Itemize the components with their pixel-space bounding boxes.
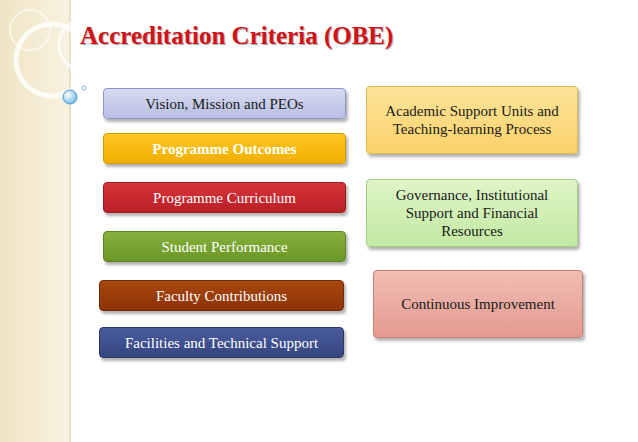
deco-ball xyxy=(63,90,77,104)
criterion-box: Academic Support Units and Teaching-lear… xyxy=(366,86,578,154)
criterion-label: Vision, Mission and PEOs xyxy=(145,95,303,113)
deco-dot xyxy=(82,86,86,90)
criterion-label: Faculty Contributions xyxy=(156,287,287,305)
slide-title: Accreditation Criteria (OBE) xyxy=(80,22,393,50)
criterion-label: Programme Curriculum xyxy=(153,189,296,207)
criterion-box: Programme Curriculum xyxy=(103,182,346,213)
side-stripe xyxy=(0,0,70,442)
deco-ring xyxy=(16,24,88,96)
criterion-label: Governance, Institutional Support and Fi… xyxy=(375,186,569,240)
criterion-box: Faculty Contributions xyxy=(99,280,344,311)
criterion-box: Continuous Improvement xyxy=(373,270,583,338)
criterion-label: Facilities and Technical Support xyxy=(125,334,318,352)
criterion-label: Programme Outcomes xyxy=(152,140,296,158)
criterion-box: Student Performance xyxy=(103,231,346,262)
criterion-label: Continuous Improvement xyxy=(401,295,555,313)
criterion-box: Programme Outcomes xyxy=(103,133,346,164)
deco-ring xyxy=(10,10,50,50)
criterion-box: Governance, Institutional Support and Fi… xyxy=(366,179,578,247)
criterion-label: Student Performance xyxy=(161,238,287,256)
criterion-box: Facilities and Technical Support xyxy=(99,327,344,358)
criterion-label: Academic Support Units and Teaching-lear… xyxy=(375,102,569,138)
criterion-box: Vision, Mission and PEOs xyxy=(103,88,346,119)
